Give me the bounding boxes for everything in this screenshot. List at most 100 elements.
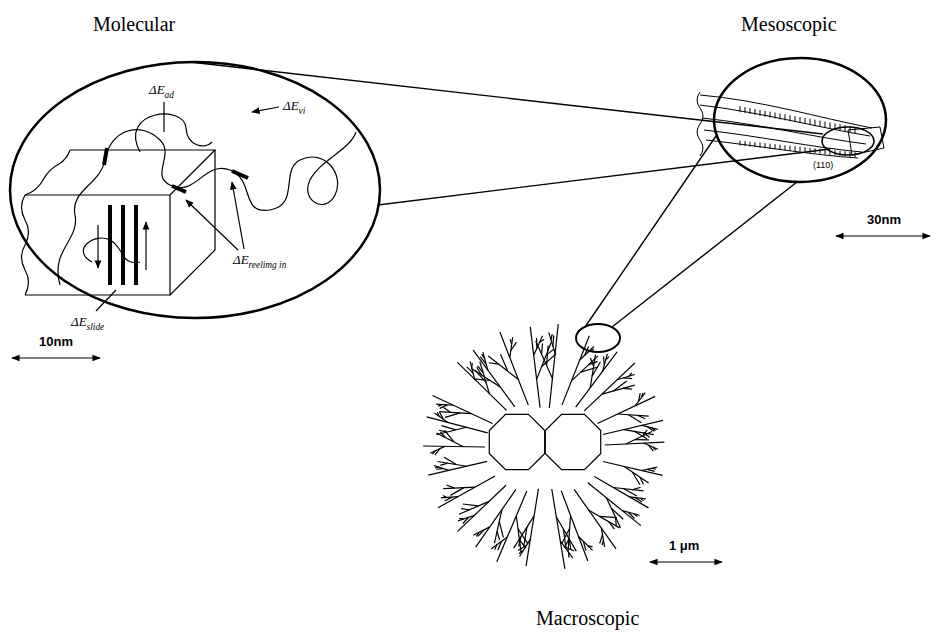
zoom-circle [822,127,874,155]
dendrite-branch [435,467,439,469]
hatch-line [825,149,826,154]
dendrite-branch [565,547,575,551]
hatch-line [800,147,801,152]
dendrite-branch [606,357,609,360]
energy-label: ΔEvi [282,98,306,116]
dendrite-branch [639,393,641,401]
leader-arrow [186,200,238,250]
dendrite-branch [642,467,658,471]
hatch-line [805,147,806,152]
symbol: ΔE [283,98,299,113]
zoom-line [585,136,716,327]
nucleus-outline [545,414,600,469]
dendrite-branch [489,363,499,364]
symbol: ΔE [233,252,249,267]
hatch-line [770,144,771,149]
dendrite-branch [634,514,638,517]
dendrite-branch [516,516,521,553]
dendrite-branch [530,327,540,408]
dendrite-branch [597,396,655,423]
hatch-line [815,120,816,126]
dendrite-branch [463,504,479,506]
hatch-line [825,122,826,128]
hatch-line [790,146,791,151]
dendrite-branch [613,381,626,391]
dendrite-branch [498,541,502,550]
hatch-line [820,121,821,127]
dendrite-branch [561,491,588,561]
dendrite-branch [482,354,485,358]
dendrite-branch [589,510,620,528]
stem-bar [134,205,138,285]
dendrite-branch [613,488,643,491]
dendrite-branch [497,491,527,562]
dendrite-branch [552,335,554,346]
dendrite-branch [438,476,495,508]
dendrite-branch [605,442,664,445]
dendrite-branch [432,395,492,423]
dendrite-branch [434,465,449,470]
dendrite-branch [568,552,570,558]
dendrite-branch [439,412,443,419]
hatch-line [750,142,751,147]
dendrite-branch [634,431,647,438]
scale-arrow [836,235,930,236]
zoom-line [612,182,797,327]
dendrite-branch [443,487,475,489]
dendrite-branch [624,489,637,496]
dendrite-branch [473,350,515,407]
dendrite-branch [440,463,447,465]
molecular-inset [10,62,380,318]
stem-bar [121,205,125,285]
dendrite-branch [609,522,615,529]
dendrite-branch [439,430,447,432]
dendrite-branch [457,362,506,410]
lamella [704,130,862,152]
subscript: vi [299,106,306,116]
dendrite-branch [624,466,649,483]
hatch-line [810,119,811,125]
hatch-line [760,110,761,116]
dendrite-branch [628,512,634,518]
dendrite-branch [640,498,643,501]
dendrite-branch [606,498,620,528]
dendrite-branch [461,509,469,510]
dendrite-branch [450,488,463,496]
dendrite-branch [642,393,643,397]
hatch-line [815,148,816,153]
hatch-line [755,109,756,115]
dendrite-branch [477,367,482,375]
hatch-line [810,148,811,153]
dendrite-branch [435,449,440,455]
dendrite-branch [569,539,571,549]
slide-arrow [145,222,146,270]
dendrite-branch [556,517,576,551]
lamella [702,118,866,144]
dendrite-branch [632,472,639,485]
hatch-line [790,115,791,121]
hatch-line [760,143,761,148]
dendrite-branch [437,412,439,416]
dendrite-branch [594,477,648,508]
hatch-line [740,141,741,146]
dendrite-branch [635,439,649,440]
dendrite-branch [568,515,570,552]
dendrite-branch [441,497,458,498]
dendrite-branch [574,489,616,548]
level-title: Mesoscopic [740,12,838,36]
scale-label: 30nm [866,212,902,228]
dendrite-branch [578,536,592,550]
dendrite-branch [584,363,635,411]
dendrite-branch [572,356,598,381]
leader-arrow [232,182,244,249]
dendrite-branch [497,531,500,540]
hatch-line [785,145,786,150]
dendrite-branch [652,428,655,431]
symbol: ΔE [149,82,165,97]
scale-label: 1 μm [668,538,700,554]
mesoscopic-inset [714,58,886,182]
hatch-line [770,112,771,118]
dendrite-branch [602,540,603,545]
scale-arrow [650,561,722,562]
lamella-cut-edge [697,92,703,156]
